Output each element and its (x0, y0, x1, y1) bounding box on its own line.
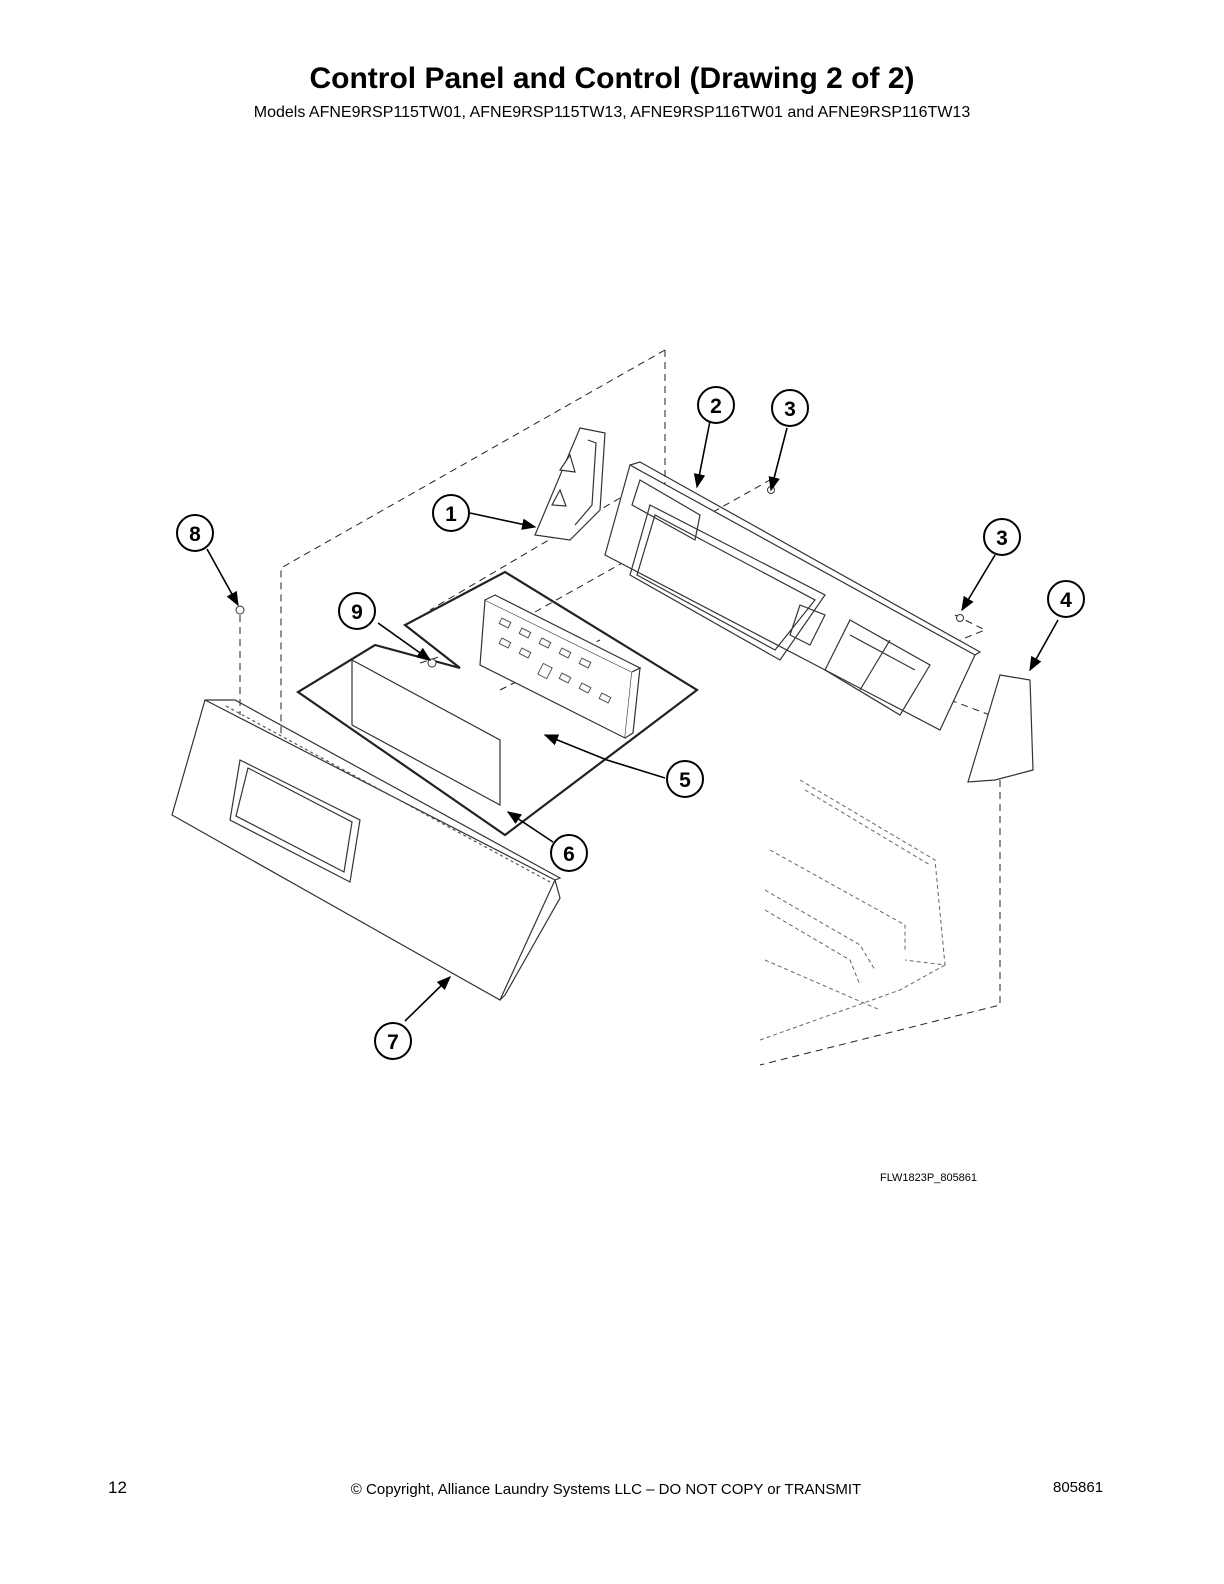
left-end-bracket (534, 427, 606, 541)
callout-3 (771, 389, 809, 427)
control-panel-front (171, 699, 562, 1001)
callout-3 (983, 518, 1021, 556)
document-number: 805861 (1053, 1479, 1104, 1496)
copyright-notice: © Copyright, Alliance Laundry Systems LL… (350, 1481, 862, 1498)
figure-code: FLW1823P_805861 (880, 1172, 978, 1184)
callout-9-label: 9 (351, 601, 363, 624)
control-panel-frame (604, 461, 982, 731)
overlay (351, 658, 501, 807)
callout-6-label: 6 (563, 843, 575, 866)
callout-5 (666, 760, 704, 798)
callout-6 (550, 834, 588, 872)
cabinet-top-phantom (759, 779, 946, 1041)
callout-7 (374, 1022, 412, 1060)
control-assembly-outline (295, 570, 699, 837)
callout-5-label: 5 (679, 769, 691, 792)
callout-7-label: 7 (387, 1031, 399, 1054)
page-title: Control Panel and Control (Drawing 2 of … (309, 62, 915, 95)
callout-9 (338, 592, 376, 630)
callout-2-label: 2 (710, 395, 722, 418)
callout-4-label: 4 (1060, 589, 1072, 612)
callout-1-label: 1 (445, 503, 457, 526)
right-end-cap (967, 674, 1034, 783)
callout-4 (1047, 580, 1085, 618)
page-number: 12 (108, 1478, 127, 1497)
callout-8 (176, 514, 214, 552)
models-subtitle: Models AFNE9RSP115TW01, AFNE9RSP115TW13,… (253, 104, 971, 121)
callout-2 (697, 386, 735, 424)
callout-1 (432, 494, 470, 532)
control-board (479, 594, 642, 739)
callout-3-label: 3 (996, 527, 1008, 550)
callout-3-label: 3 (784, 398, 796, 421)
callout-8-label: 8 (189, 523, 201, 546)
